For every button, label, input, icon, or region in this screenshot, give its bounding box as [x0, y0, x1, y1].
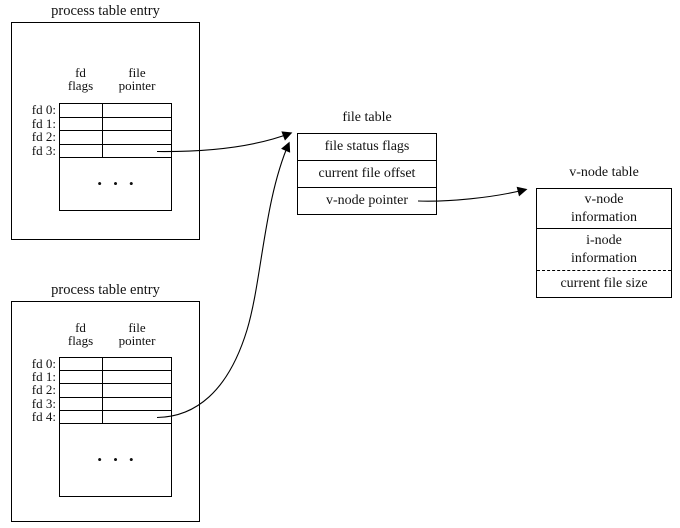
fd-flags-cell	[60, 131, 103, 144]
fd-row	[60, 410, 171, 424]
ellipsis-dots: • • •	[97, 451, 134, 467]
ellipsis-dots: • • •	[97, 176, 134, 191]
file-pointer-header-top: file pointer	[118, 65, 156, 93]
fd-flags-cell	[60, 410, 103, 423]
inode-information-row: i-node information	[537, 229, 671, 271]
fd-row	[60, 358, 171, 372]
fd-row-label: fd 2:	[31, 129, 56, 144]
fd-row-label: fd 1:	[31, 115, 56, 131]
fd-flags-cell	[60, 358, 103, 371]
fd-row	[60, 397, 171, 411]
process-table-top-box	[11, 22, 200, 240]
fd-row	[60, 384, 171, 398]
fd-flags-cell	[60, 144, 103, 157]
fd-row-label: fd 3:	[31, 142, 56, 158]
fd-row-label: fd 0:	[31, 102, 56, 117]
fd-flags-cell	[60, 371, 103, 384]
vnode-table-box: v-node information i-node information cu…	[536, 188, 672, 298]
fd-row-label: fd 0:	[31, 356, 56, 371]
fd-flags-cell	[60, 397, 103, 410]
fd-row-label: fd 1:	[31, 369, 56, 385]
fd-row	[60, 104, 171, 118]
fd-row	[60, 371, 171, 385]
fd-flags-cell	[60, 384, 103, 397]
fd-row	[60, 144, 171, 158]
vnode-information-row: v-node information	[537, 189, 671, 229]
fd-flags-cell	[60, 104, 103, 117]
fd-table-bottom: • • •	[59, 357, 172, 497]
file-status-flags-row: file status flags	[298, 134, 436, 161]
vnode-table-title: v-node table	[569, 165, 639, 180]
vnode-pointer-row: v-node pointer	[325, 193, 409, 208]
fd-row	[60, 117, 171, 131]
file-table-title: file table	[342, 110, 392, 125]
fd-flags-header-top: fd flags	[67, 65, 94, 93]
fd-row	[60, 131, 171, 145]
fd-row-label: fd 2:	[31, 382, 56, 398]
file-pointer-header-bottom: file pointer	[118, 320, 156, 348]
process-table-bottom-title: process table entry	[51, 282, 160, 298]
fd-flags-header-bottom: fd flags	[67, 320, 94, 348]
current-file-offset-row: current file offset	[298, 161, 436, 188]
file-table-box: file status flags current file offset v-…	[297, 133, 437, 215]
fd-flags-cell	[60, 117, 103, 130]
fd-row-label: fd 4:	[31, 408, 56, 424]
fd-row-label: fd 3:	[31, 395, 56, 411]
process-table-top-title: process table entry	[51, 3, 160, 19]
fd-table-top: • • •	[59, 103, 172, 211]
current-file-size-row: current file size	[560, 276, 648, 291]
